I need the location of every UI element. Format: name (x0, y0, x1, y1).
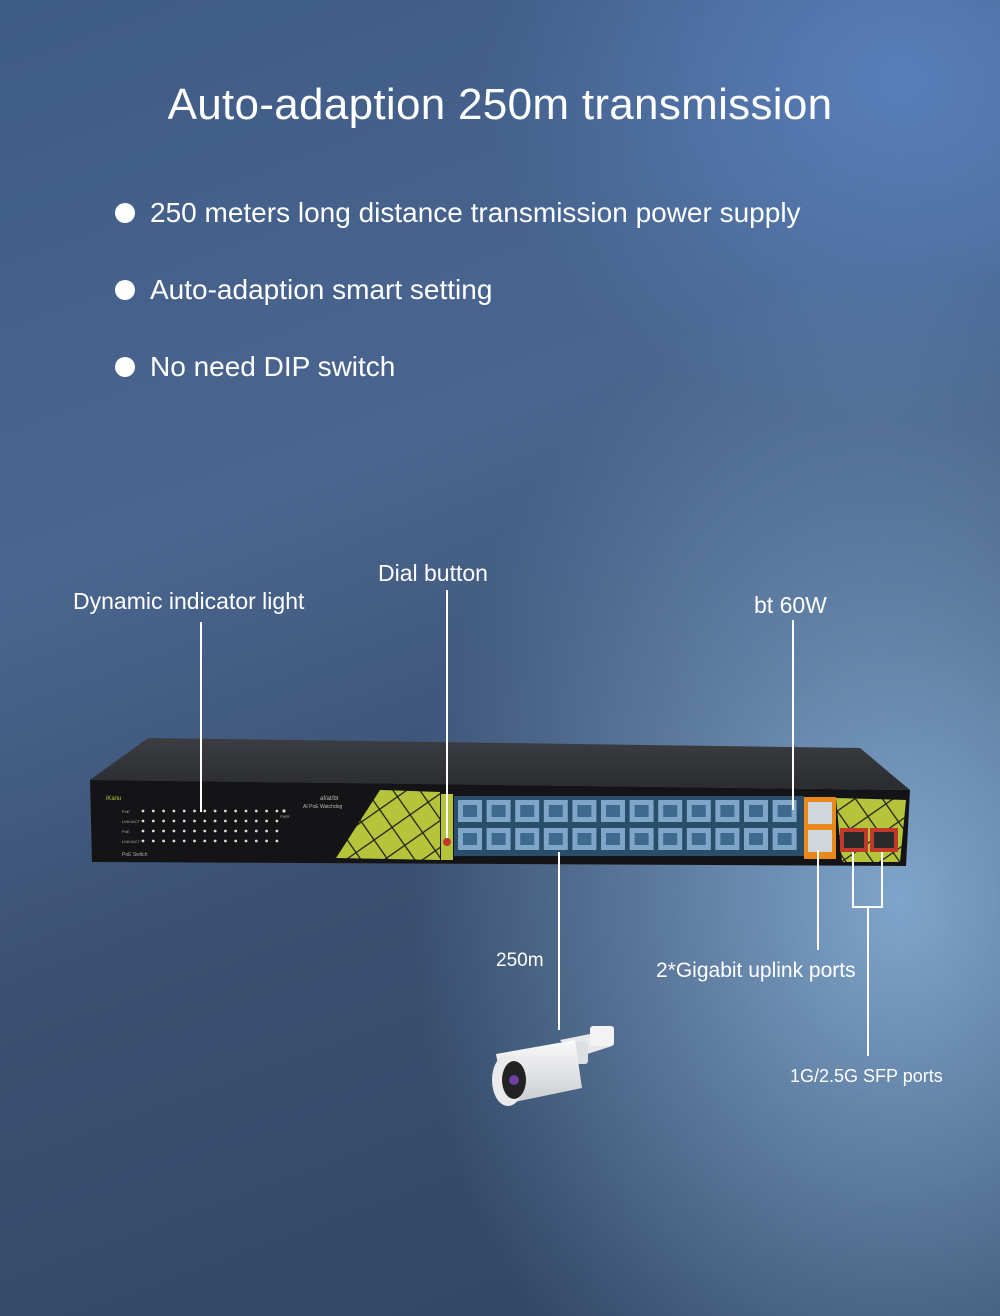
indicator-led (234, 829, 238, 833)
indicator-led (151, 809, 155, 813)
power-label: bt 60W (754, 592, 827, 618)
indicator-led (172, 829, 176, 833)
svg-text:PoE: PoE (122, 829, 130, 834)
indicator-led (162, 819, 166, 823)
indicator-led (244, 809, 248, 813)
indicator-led (244, 819, 248, 823)
indicator-led (275, 819, 279, 823)
svg-text:PWR: PWR (280, 814, 289, 819)
svg-text:AI PoE Watchdog: AI PoE Watchdog (303, 804, 342, 810)
feature-item: No need DIP switch (115, 347, 801, 424)
indicator-led (182, 819, 186, 823)
indicator-led (203, 829, 207, 833)
indicator-led (224, 839, 227, 843)
indicator-led (162, 839, 166, 843)
svg-text:LINK/ACT: LINK/ACT (122, 839, 141, 844)
indicator-led (254, 839, 258, 843)
dial-label: Dial button (378, 560, 488, 586)
indicator-led (234, 809, 238, 813)
svg-text:PoE Switch: PoE Switch (122, 852, 148, 858)
indicator-led (182, 809, 186, 813)
indicator-led (275, 829, 279, 833)
sfp-callout-line (867, 906, 869, 1056)
indicator-led (172, 839, 176, 843)
indicator-led (224, 809, 227, 813)
svg-text:PoE: PoE (122, 809, 130, 814)
indicator-led (193, 819, 196, 823)
indicator-led (162, 809, 166, 813)
feature-item: Auto-adaption smart setting (115, 270, 801, 347)
indicator-led (151, 839, 155, 843)
indicator-led (203, 819, 207, 823)
indicator-led (265, 829, 268, 833)
indicator-led (254, 809, 258, 813)
uplink-label: 2*Gigabit uplink ports (656, 959, 856, 982)
indicator-led (141, 809, 145, 813)
svg-text:LINK/ACT: LINK/ACT (122, 819, 141, 824)
dial-callout-line (446, 590, 448, 838)
power-led (282, 809, 286, 813)
indicator-led (213, 839, 217, 843)
indicator-led (213, 809, 217, 813)
indicator-led (151, 829, 155, 833)
indicator-callout-line (200, 622, 202, 812)
indicator-led (182, 839, 186, 843)
indicator-led (141, 839, 145, 843)
bullet-icon (115, 203, 135, 223)
indicator-led (224, 829, 227, 833)
indicator-led (182, 829, 186, 833)
svg-text:af/at/bt: af/at/bt (320, 796, 339, 802)
sfp-callout-line-a (852, 852, 854, 908)
indicator-led (172, 809, 176, 813)
uplink-callout-line (817, 850, 819, 950)
feature-list: 250 meters long distance transmission po… (115, 193, 801, 424)
indicator-label: Dynamic indicator light (73, 588, 305, 614)
indicator-led (141, 829, 145, 833)
indicator-led (141, 819, 145, 823)
indicator-led (203, 809, 207, 813)
indicator-led (265, 819, 268, 823)
indicator-led (172, 819, 176, 823)
switch-top (90, 738, 910, 790)
distance-callout-line (558, 852, 560, 1030)
sfp-callout-line-b (881, 852, 883, 908)
accent-panel-left (336, 790, 440, 860)
indicator-led (203, 839, 207, 843)
indicator-led (265, 809, 268, 813)
bullet-icon (115, 357, 135, 377)
indicator-led (244, 839, 248, 843)
indicator-led (254, 819, 258, 823)
uplink-port (808, 830, 832, 852)
indicator-led (162, 829, 166, 833)
indicator-led (234, 819, 238, 823)
indicator-led (151, 819, 155, 823)
indicator-led (265, 839, 268, 843)
brand-logo: iKanu (106, 796, 121, 802)
sfp-label: 1G/2.5G SFP ports (790, 1066, 943, 1086)
indicator-leds (141, 809, 286, 843)
indicator-led (275, 809, 279, 813)
distance-label: 250m (496, 950, 544, 971)
page-title: Auto-adaption 250m transmission (167, 80, 833, 129)
bullet-camera (492, 1026, 614, 1106)
indicator-led (213, 819, 217, 823)
uplink-port (808, 802, 832, 824)
indicator-led (254, 829, 258, 833)
indicator-led (224, 819, 227, 823)
dial-button[interactable] (443, 838, 451, 846)
rj45-ports (458, 800, 797, 850)
indicator-led (244, 829, 248, 833)
power-callout-line (792, 620, 794, 810)
indicator-led (234, 839, 238, 843)
indicator-led (275, 839, 279, 843)
feature-item: 250 meters long distance transmission po… (115, 193, 801, 270)
indicator-led (193, 829, 196, 833)
indicator-led (193, 839, 196, 843)
indicator-led (213, 829, 217, 833)
indicator-led (193, 809, 196, 813)
bullet-icon (115, 280, 135, 300)
